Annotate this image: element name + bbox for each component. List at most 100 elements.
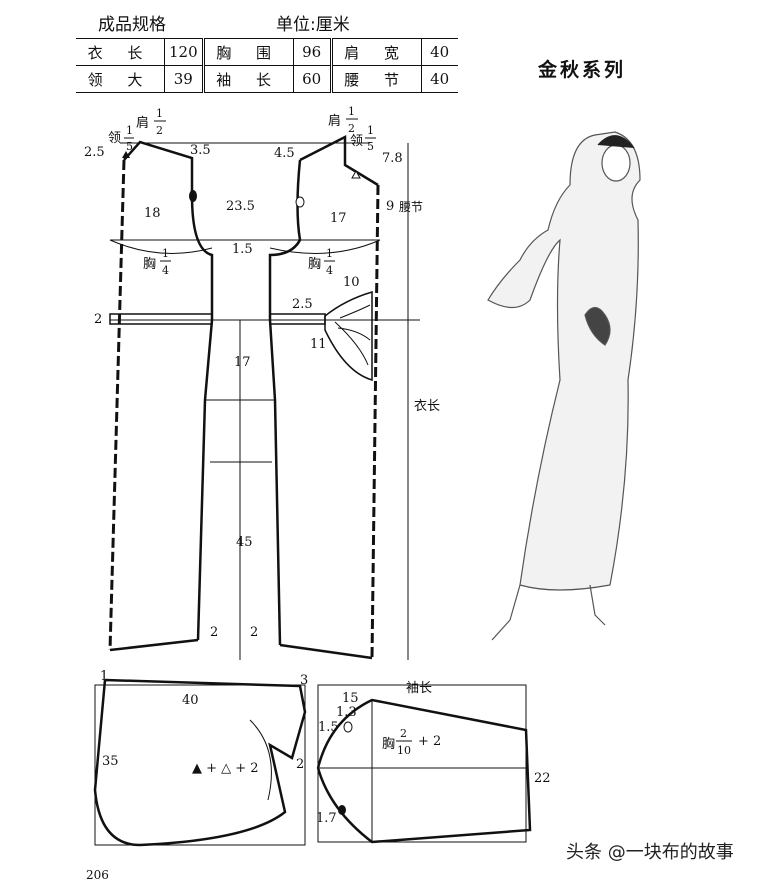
- hood-frame: [94, 684, 306, 846]
- back-chest-curve: [269, 239, 381, 254]
- spec-label: 肩 宽: [331, 38, 422, 66]
- front-chest-curve: [109, 239, 213, 254]
- dim-text: 9: [386, 199, 394, 214]
- fan-ornament-rays: [334, 304, 371, 366]
- spec-value: 96: [292, 38, 333, 66]
- chest-label: 胸: [308, 257, 321, 272]
- back-hem-line: [279, 643, 373, 660]
- fraction-num: 2: [400, 727, 407, 740]
- spec-table: 衣 长 120 胸 围 96 肩 宽 40 领 大 39 袖 长 60 腰 节 …: [76, 38, 458, 93]
- sleeve-hollow-dot-icon: [343, 721, 353, 733]
- dim-text: 2: [210, 625, 218, 640]
- dim-text: 23.5: [226, 199, 255, 214]
- figure-legs: [491, 584, 606, 641]
- spec-label: 腰 节: [331, 65, 422, 93]
- spec-value: 40: [420, 38, 458, 66]
- back-shoulder-outline: [299, 134, 379, 187]
- front-panel-outline: [123, 140, 214, 641]
- front-hem-line: [109, 638, 199, 652]
- fraction-num: 1: [156, 107, 163, 120]
- fan-ornament: [324, 290, 373, 382]
- sleeve-filled-dot-icon: [338, 805, 346, 815]
- watermark: 头条 @一块布的故事: [566, 842, 734, 863]
- sleeve-dim: 1.5: [318, 720, 339, 735]
- spec-title: 成品规格: [98, 15, 166, 35]
- fraction-den: 10: [397, 744, 411, 757]
- hollow-triangle-marker-icon: [351, 169, 361, 179]
- dim-text: 1.5: [232, 242, 253, 257]
- hood-point-3: 3: [300, 673, 308, 688]
- unit-label: 单位:厘米: [276, 15, 350, 35]
- dim-text: 2.5: [84, 145, 105, 160]
- triangle-marker-icon: [122, 151, 130, 158]
- hood-point-1: 1: [100, 669, 108, 684]
- dim-text: 11: [310, 337, 327, 352]
- hood-top-dim: 40: [182, 693, 199, 708]
- collar-label: 领: [108, 131, 121, 146]
- fraction-den: 5: [126, 140, 133, 153]
- fraction-num: 1: [126, 124, 133, 137]
- spec-value: 120: [164, 38, 205, 66]
- dim-text: 2: [94, 312, 102, 327]
- front-waist-band: [109, 313, 213, 325]
- shoulder-label: 肩: [136, 115, 149, 131]
- hood-notch-dim: 2: [296, 757, 304, 772]
- dim-text: 17: [330, 211, 347, 226]
- sleeve-outline: [316, 698, 532, 844]
- center-front-line: [108, 159, 126, 651]
- fraction-den: 2: [348, 122, 355, 135]
- spec-value: 40: [420, 65, 458, 93]
- sleeve-formula-post: + 2: [418, 734, 441, 749]
- series-title: 金秋系列: [538, 59, 627, 81]
- spec-label: 衣 长: [76, 38, 165, 66]
- hood-formula: ▲ + △ + 2: [192, 761, 259, 776]
- sleeve-cuff-dim: 22: [534, 771, 551, 786]
- dim-text: 2.5: [292, 297, 313, 312]
- dim-text: 10: [343, 275, 360, 290]
- spec-value: 39: [164, 65, 205, 93]
- shoulder-label: 肩: [328, 113, 341, 129]
- fraction-den: 4: [162, 264, 169, 277]
- spec-label: 领 大: [76, 65, 165, 93]
- center-back-line: [370, 184, 380, 659]
- fraction-num: 1: [326, 247, 333, 260]
- sleeve-frame: [317, 684, 527, 843]
- hood-curve: [249, 719, 272, 801]
- spec-value: 60: [292, 65, 333, 93]
- sleeve-dim: 1.7: [316, 811, 337, 826]
- fashion-illustration: [487, 131, 641, 641]
- dim-text: 3.5: [190, 143, 211, 158]
- figure-dress: [487, 131, 641, 591]
- sleeve-dim: 1.3: [336, 705, 357, 720]
- fan-accessory-icon: [584, 306, 611, 346]
- dim-text: 17: [234, 355, 251, 370]
- fraction-num: 1: [162, 247, 169, 260]
- hollow-dot-marker-icon: [295, 196, 305, 208]
- dim-text: 4.5: [274, 146, 295, 161]
- back-panel-outline: [268, 159, 302, 646]
- fraction-num: 1: [367, 124, 374, 137]
- collar-label: 领: [350, 134, 363, 149]
- fraction-den: 2: [156, 124, 163, 137]
- dim-text: 衣长: [414, 398, 440, 414]
- figure-face: [601, 144, 631, 182]
- dim-text: 45: [236, 535, 253, 550]
- sleeve-cap-dim: 15: [342, 691, 359, 706]
- sleeve-title: 袖长: [406, 681, 432, 696]
- spec-label: 胸 围: [203, 38, 294, 66]
- spec-label: 袖 长: [203, 65, 294, 93]
- fraction-num: 1: [348, 105, 355, 118]
- filled-dot-marker-icon: [189, 190, 197, 202]
- chest-label: 胸: [143, 257, 156, 272]
- dim-text: 18: [144, 206, 161, 221]
- sleeve-formula-pre: 胸: [382, 737, 395, 752]
- dim-text: 腰节: [399, 200, 423, 214]
- spec-row: 衣 长 120 胸 围 96 肩 宽 40: [76, 38, 458, 66]
- dim-text: 2: [250, 625, 258, 640]
- spec-row: 领 大 39 袖 长 60 腰 节 40: [76, 65, 458, 93]
- fraction-den: 4: [326, 264, 333, 277]
- figure-hair-icon: [597, 135, 635, 149]
- dim-text: 7.8: [382, 151, 403, 166]
- fraction-den: 5: [367, 140, 374, 153]
